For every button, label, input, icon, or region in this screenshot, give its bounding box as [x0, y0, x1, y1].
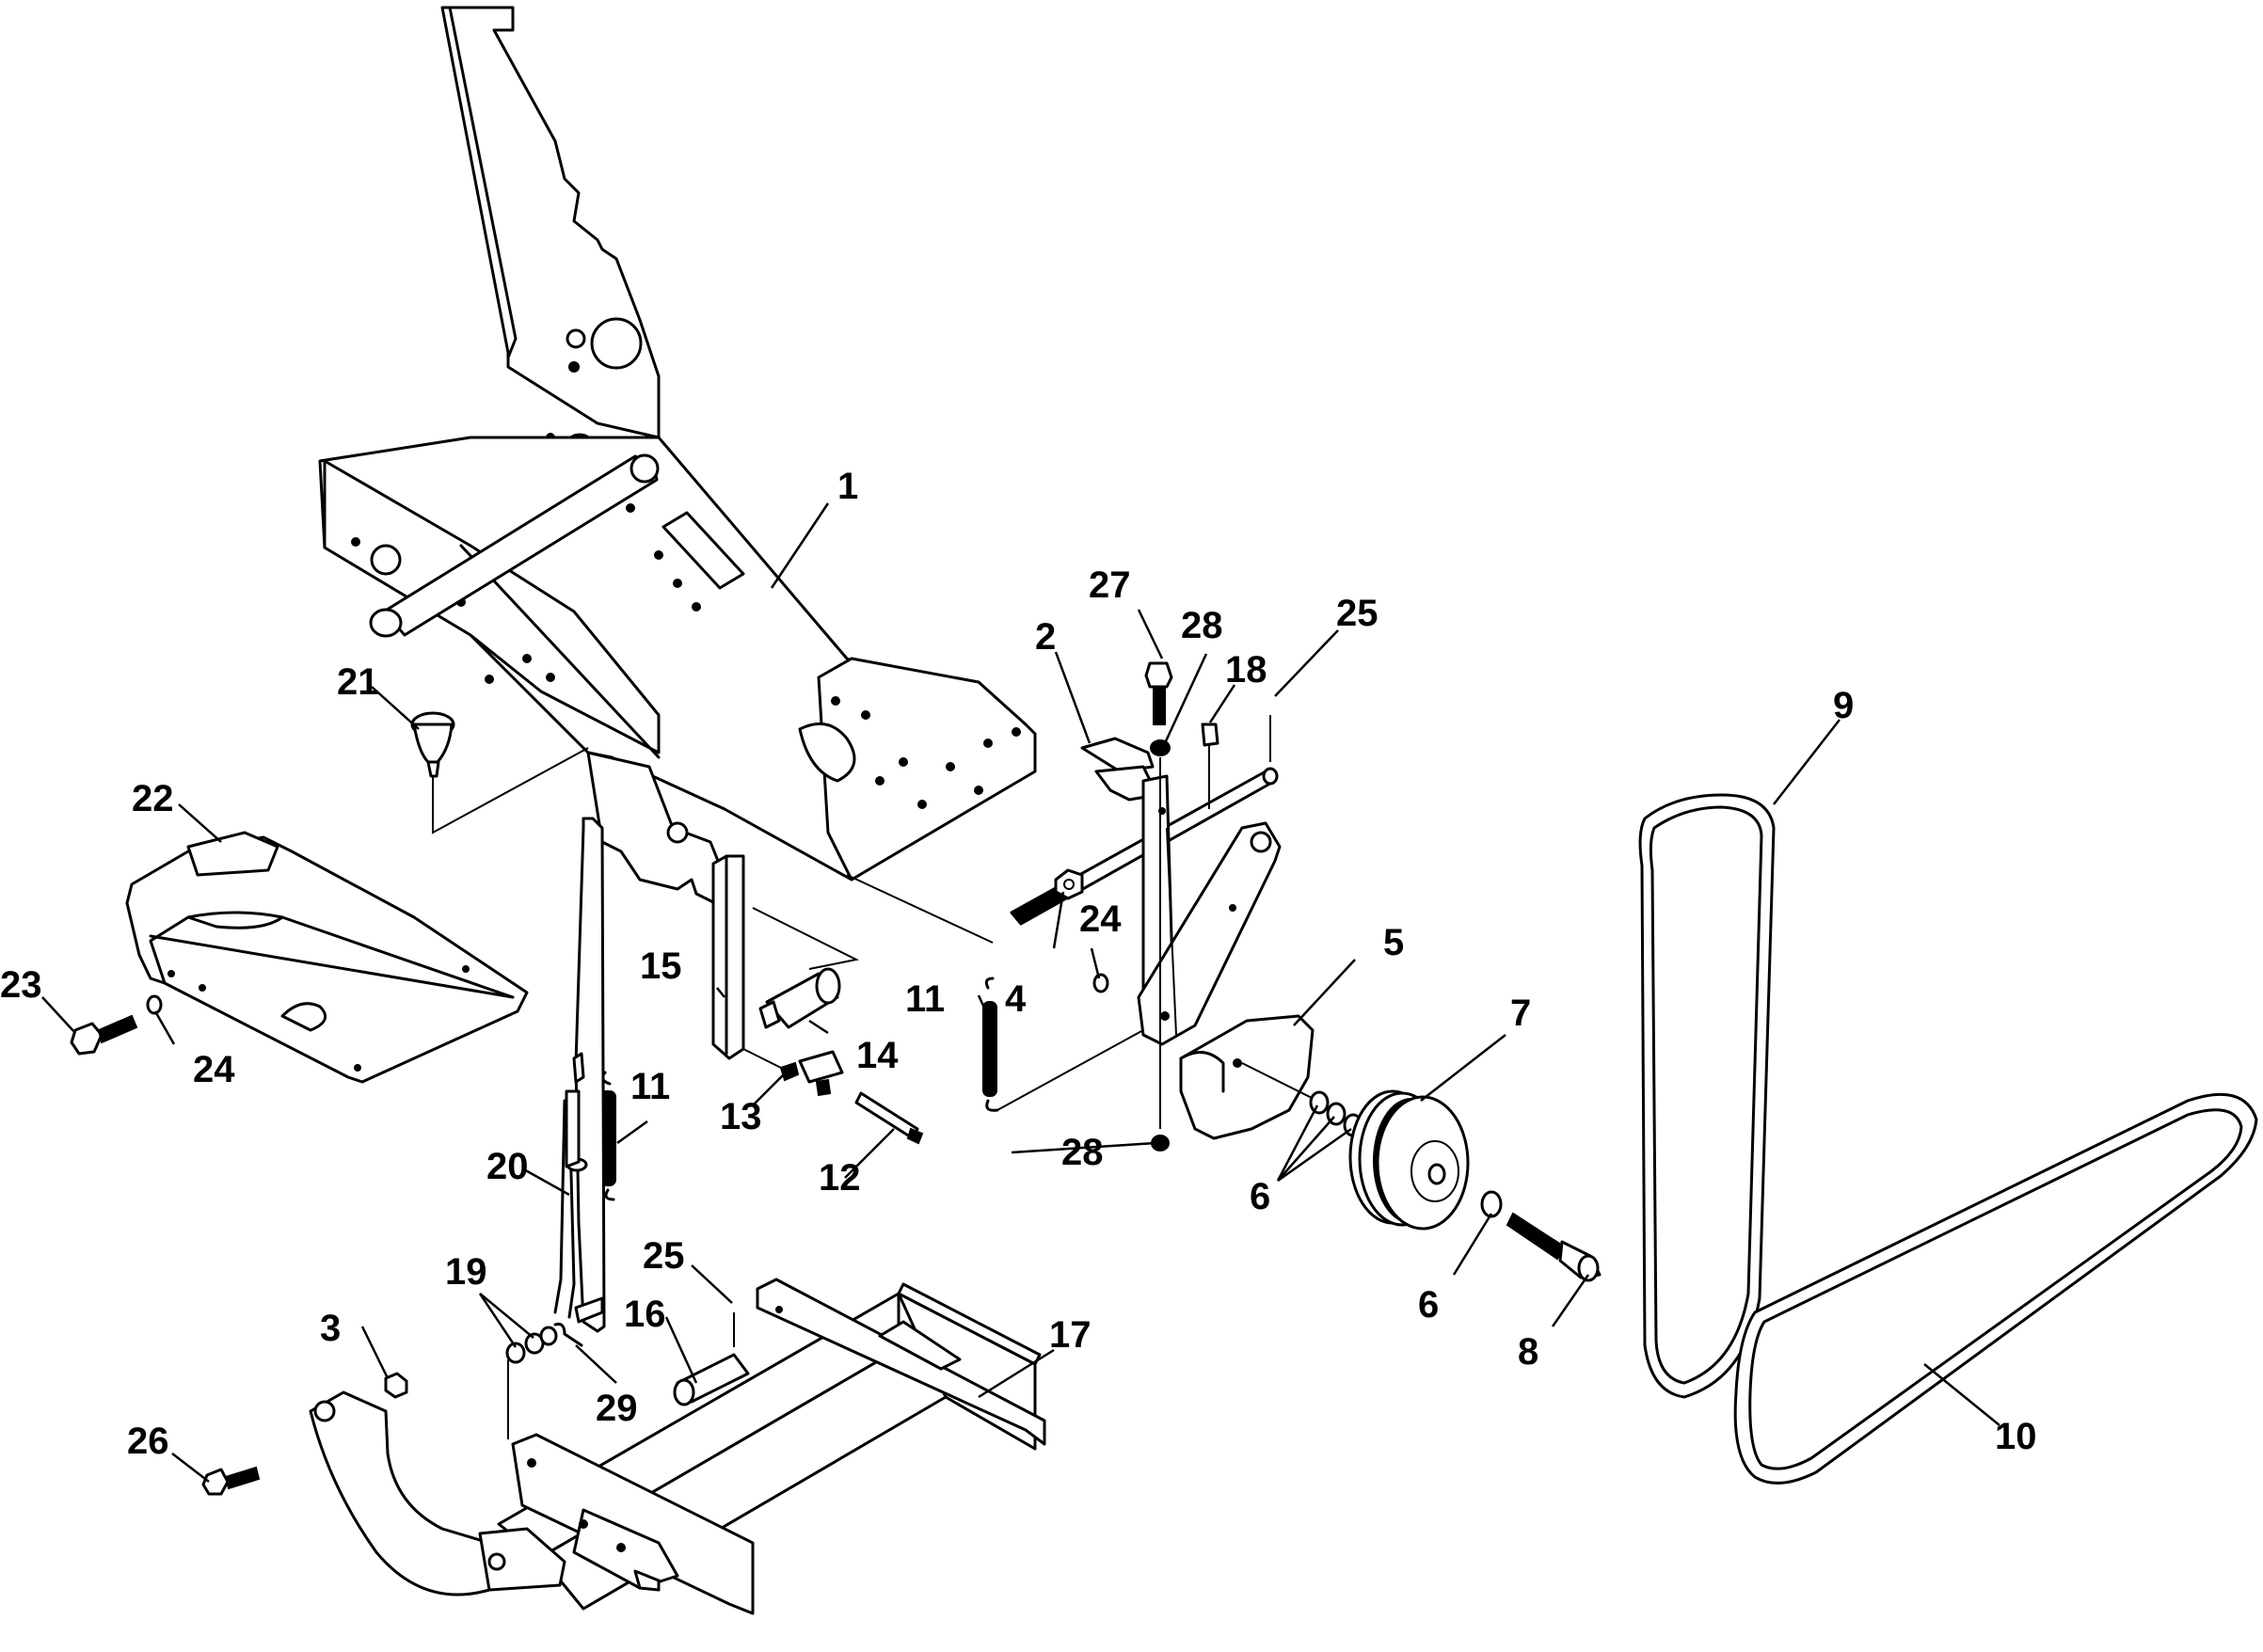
drive-belt-9	[1638, 793, 1776, 1399]
callout-27: 27	[1089, 564, 1131, 606]
rod-20	[553, 817, 606, 1333]
callout-23: 23	[0, 964, 42, 1006]
callout-6a: 6	[1250, 1176, 1270, 1217]
callout-11a: 11	[905, 978, 945, 1020]
side-arm	[309, 1390, 566, 1596]
plate-13	[798, 1050, 844, 1097]
callout-8: 8	[1518, 1331, 1538, 1373]
spring-clip-13	[779, 1061, 800, 1082]
idler-arm	[1137, 774, 1282, 1046]
cylinder-14	[742, 967, 841, 1073]
washers-19	[505, 1326, 558, 1439]
callout-15: 15	[640, 945, 682, 987]
pan-22	[125, 831, 529, 1084]
callout-3: 3	[320, 1308, 341, 1349]
nut-18	[1201, 723, 1219, 809]
pin-29	[553, 1323, 583, 1347]
knob-21	[410, 711, 589, 834]
callout-18: 18	[1225, 649, 1267, 691]
spring-11-right	[982, 977, 1144, 1112]
bolt-23	[70, 1014, 138, 1056]
nut-28-upper	[1150, 739, 1171, 1129]
callout-7: 7	[1510, 993, 1531, 1034]
callout-16: 16	[624, 1294, 666, 1335]
belt-guard	[1179, 1014, 1318, 1140]
callout-26: 26	[127, 1421, 169, 1462]
callout-25a: 25	[1336, 593, 1379, 634]
bolt-8	[1506, 1212, 1602, 1282]
pulley	[1348, 1089, 1470, 1231]
callout-29: 29	[596, 1388, 638, 1429]
callout-11b: 11	[630, 1066, 670, 1107]
callout-28b: 28	[1061, 1132, 1104, 1173]
bracket-15	[711, 854, 745, 1060]
callout-22: 22	[132, 778, 174, 819]
drive-belt-10	[1733, 1092, 2258, 1485]
callout-13: 13	[720, 1096, 762, 1137]
callout-28a: 28	[1181, 605, 1223, 646]
pin-16	[673, 1353, 750, 1406]
washer-24-left	[146, 994, 163, 1015]
callout-12: 12	[819, 1157, 861, 1199]
callout-24a: 24	[193, 1049, 235, 1090]
callout-25b: 25	[643, 1235, 685, 1277]
nut-4	[1054, 868, 1084, 900]
callout-10: 10	[1995, 1416, 2037, 1457]
bolt-27	[1144, 661, 1173, 725]
callout-17: 17	[1049, 1314, 1092, 1356]
callout-5: 5	[1383, 922, 1404, 963]
pin-12	[854, 1091, 924, 1145]
callout-labels: 1 2 3 4 5 6 6 7 8 9 10 11 11 12 13 14 15…	[0, 466, 2037, 1462]
callout-4: 4	[1005, 978, 1027, 1020]
callout-19: 19	[445, 1251, 487, 1293]
washer-24-right	[1092, 973, 1109, 993]
main-frame	[318, 6, 1037, 970]
lower-frame-17	[497, 1278, 1046, 1615]
nut-3	[384, 1372, 408, 1399]
callout-24b: 24	[1079, 898, 1122, 940]
callout-2: 2	[1035, 616, 1056, 658]
callout-20: 20	[486, 1146, 529, 1187]
callout-14: 14	[856, 1035, 899, 1076]
callout-1: 1	[837, 466, 858, 507]
callout-9: 9	[1833, 685, 1854, 726]
bolt-26	[201, 1466, 261, 1496]
leader-lines	[41, 502, 2000, 1483]
callout-21: 21	[337, 661, 379, 703]
callout-6b: 6	[1418, 1284, 1439, 1326]
